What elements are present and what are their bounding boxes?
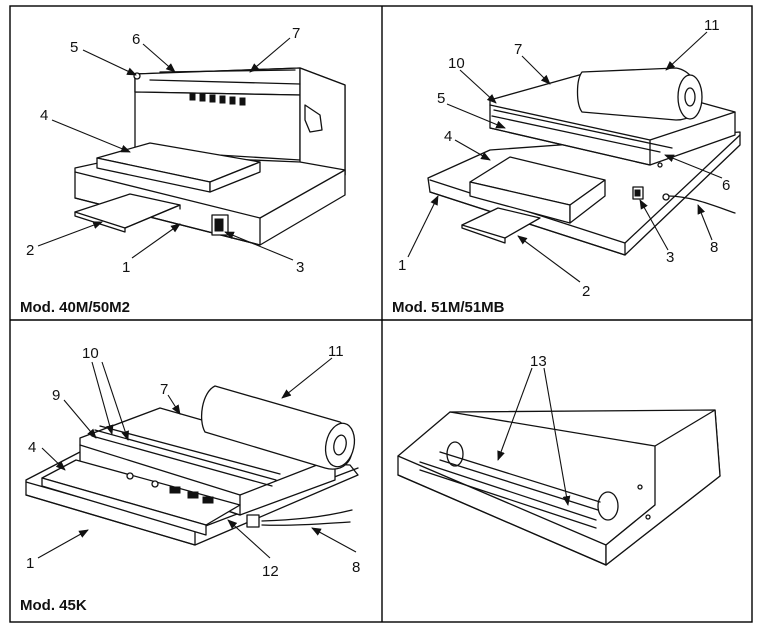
p2-callouts bbox=[407, 31, 723, 283]
machine-40m-drawing bbox=[74, 67, 346, 246]
p1-label-7: 7 bbox=[292, 25, 300, 42]
p1-label-1: 1 bbox=[122, 259, 130, 276]
p2-label-2: 2 bbox=[582, 283, 590, 300]
p3-label-12: 12 bbox=[262, 563, 279, 580]
p2-label-10: 10 bbox=[448, 55, 465, 72]
p2-label-3: 3 bbox=[666, 249, 674, 266]
p3-label-7: 7 bbox=[160, 381, 168, 398]
p4-label-13: 13 bbox=[530, 353, 547, 370]
p2-label-11: 11 bbox=[704, 17, 720, 34]
p2-numbers: 10 7 11 5 4 6 1 2 3 8 bbox=[398, 17, 730, 300]
panel-3-caption: Mod. 45K bbox=[20, 597, 87, 614]
p1-label-5: 5 bbox=[70, 39, 78, 56]
machine-45k-drawing bbox=[25, 385, 359, 546]
p1-callouts bbox=[37, 37, 294, 261]
p2-label-1: 1 bbox=[398, 257, 406, 274]
p2-label-7: 7 bbox=[514, 41, 522, 58]
p2-label-4: 4 bbox=[444, 128, 452, 145]
machine-51m-drawing bbox=[427, 67, 741, 256]
p1-label-6: 6 bbox=[132, 31, 140, 48]
p1-label-4: 4 bbox=[40, 107, 48, 124]
p3-label-8: 8 bbox=[352, 559, 360, 576]
roller-interior-drawing bbox=[397, 409, 721, 566]
p3-label-11: 11 bbox=[328, 343, 344, 360]
p3-label-4: 4 bbox=[28, 439, 36, 456]
p1-label-3: 3 bbox=[296, 259, 304, 276]
p1-label-2: 2 bbox=[26, 242, 34, 259]
p2-label-6: 6 bbox=[722, 177, 730, 194]
panel-1-caption: Mod. 40M/50M2 bbox=[20, 299, 131, 316]
p2-label-8: 8 bbox=[710, 239, 718, 256]
p3-label-9: 9 bbox=[52, 387, 60, 404]
panel-2-caption: Mod. 51M/51MB bbox=[392, 299, 505, 316]
p4-callouts bbox=[497, 367, 571, 506]
p3-callouts bbox=[37, 357, 357, 559]
p2-label-5: 5 bbox=[437, 90, 445, 107]
outer-frame bbox=[9, 5, 753, 623]
p3-label-1: 1 bbox=[26, 555, 34, 572]
p3-numbers: 10 9 7 11 4 1 12 8 bbox=[26, 343, 360, 580]
p3-label-10: 10 bbox=[82, 345, 99, 362]
p1-numbers: 5 6 7 4 2 1 3 bbox=[26, 25, 304, 276]
p4-numbers: 13 bbox=[530, 353, 547, 370]
